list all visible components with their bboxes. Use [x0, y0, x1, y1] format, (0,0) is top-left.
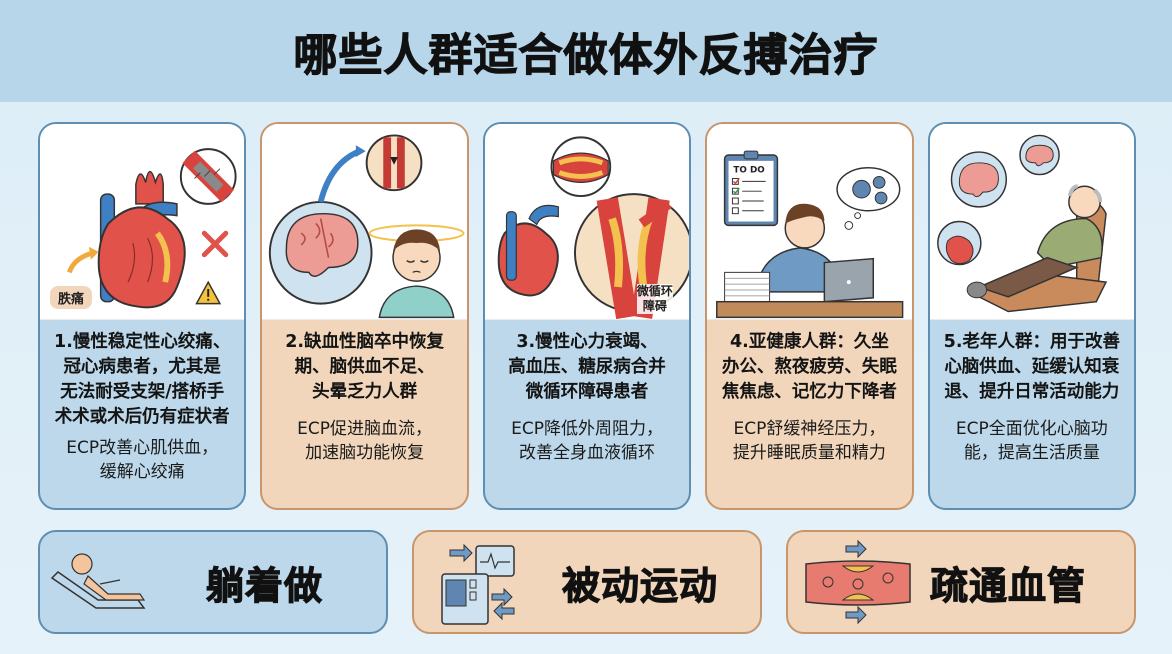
- feature-unclog-vessels: 疏通血管: [786, 530, 1136, 634]
- card-description: ECP全面优化心脑功 能，提高生活质量: [955, 419, 1108, 463]
- page-title: 哪些人群适合做体外反搏治疗: [293, 30, 879, 82]
- illustration-panel: 胅痛: [40, 124, 245, 320]
- feature-passive-exercise: 被动运动: [412, 530, 762, 634]
- microcirculation-label: 微循环 障碍: [636, 284, 673, 314]
- ecp-machine-icon: [414, 532, 544, 632]
- feature-label: 被动运动: [561, 563, 719, 608]
- card-text: 2.缺血性脑卒中恢复 期、脑供血不足、 头晕乏力人群 ECP促进脑血流， 加速脑…: [262, 320, 466, 508]
- illustration-panel: 微循环 障碍: [484, 124, 690, 320]
- card-title: 5.老年人群：用于改善 心脑供血、延缓认知衰 退、提升日常活动能力: [943, 332, 1120, 402]
- heart-with-stent-icon: [67, 148, 237, 309]
- illustration-panel: [262, 124, 467, 320]
- card-row: 胅痛 1.慢性稳定性心绞痛、 冠心病患者，尤其是 无法耐受支架/搭桥手 术术或术…: [38, 122, 1137, 510]
- svg-text:TO DO: TO DO: [734, 166, 766, 176]
- feature-lying-down: 躺着做: [38, 530, 388, 634]
- card-description: ECP舒缓神经压力， 提升睡眠质量和精力: [732, 419, 886, 463]
- tired-office-worker-icon: TO DO: [716, 150, 904, 319]
- pain-tag: 胅痛: [50, 286, 93, 309]
- illustration-panel: TO DO: [707, 124, 912, 320]
- card-description: ECP改善心肌供血， 缓解心绞痛: [66, 438, 219, 482]
- card-title: 1.慢性稳定性心绞痛、 冠心病患者，尤其是 无法耐受支架/搭桥手 术术或术后仍有…: [54, 332, 231, 427]
- card-angina: 胅痛 1.慢性稳定性心绞痛、 冠心病患者，尤其是 无法耐受支架/搭桥手 术术或术…: [38, 122, 247, 510]
- card-title: 4.亚健康人群：久坐 办公、熬夜疲劳、失眠 焦焦虑、记忆力下降者: [721, 332, 897, 402]
- brain-dizzy-person-icon: [269, 134, 465, 319]
- reclining-person-icon: [40, 532, 170, 632]
- card-text: 4.亚健康人群：久坐 办公、熬夜疲劳、失眠 焦焦虑、记忆力下降者 ECP舒缓神经…: [707, 320, 911, 508]
- card-title: 3.慢性心力衰竭、 高血压、糖尿病合并 微循环障碍患者: [508, 332, 666, 402]
- header: 哪些人群适合做体外反搏治疗: [0, 0, 1172, 102]
- card-text: 5.老年人群：用于改善 心脑供血、延缓认知衰 退、提升日常活动能力 ECP全面优…: [930, 320, 1134, 508]
- feature-label: 疏通血管: [929, 563, 1087, 608]
- heart-microcirculation-icon: [497, 136, 690, 319]
- card-heart-failure: 微循环 障碍 3.慢性心力衰竭、 高血压、糖尿病合并 微循环障碍患者 ECP降低…: [482, 122, 692, 510]
- feature-label: 躺着做: [205, 563, 324, 608]
- card-elderly: 5.老年人群：用于改善 心脑供血、延缓认知衰 退、提升日常活动能力 ECP全面优…: [927, 122, 1137, 510]
- card-description: ECP促进脑血流， 加速脑功能恢复: [297, 419, 433, 463]
- card-title: 2.缺血性脑卒中恢复 期、脑供血不足、 头晕乏力人群: [285, 332, 445, 402]
- card-text: 1.慢性稳定性心绞痛、 冠心病患者，尤其是 无法耐受支架/搭桥手 术术或术后仍有…: [40, 320, 244, 508]
- elderly-man-recliner-icon: [936, 134, 1107, 313]
- card-description: ECP降低外周阻力， 改善全身血液循环: [511, 419, 663, 463]
- illustration-panel: [929, 124, 1135, 320]
- blood-vessel-icon: [788, 532, 918, 632]
- card-text: 3.慢性心力衰竭、 高血压、糖尿病合并 微循环障碍患者 ECP降低外周阻力， 改…: [485, 320, 689, 508]
- card-stroke-recovery: 2.缺血性脑卒中恢复 期、脑供血不足、 头晕乏力人群 ECP促进脑血流， 加速脑…: [260, 122, 469, 510]
- card-subhealth: TO DO: [705, 122, 914, 510]
- feature-row: 躺着做 被动运动: [38, 530, 1136, 634]
